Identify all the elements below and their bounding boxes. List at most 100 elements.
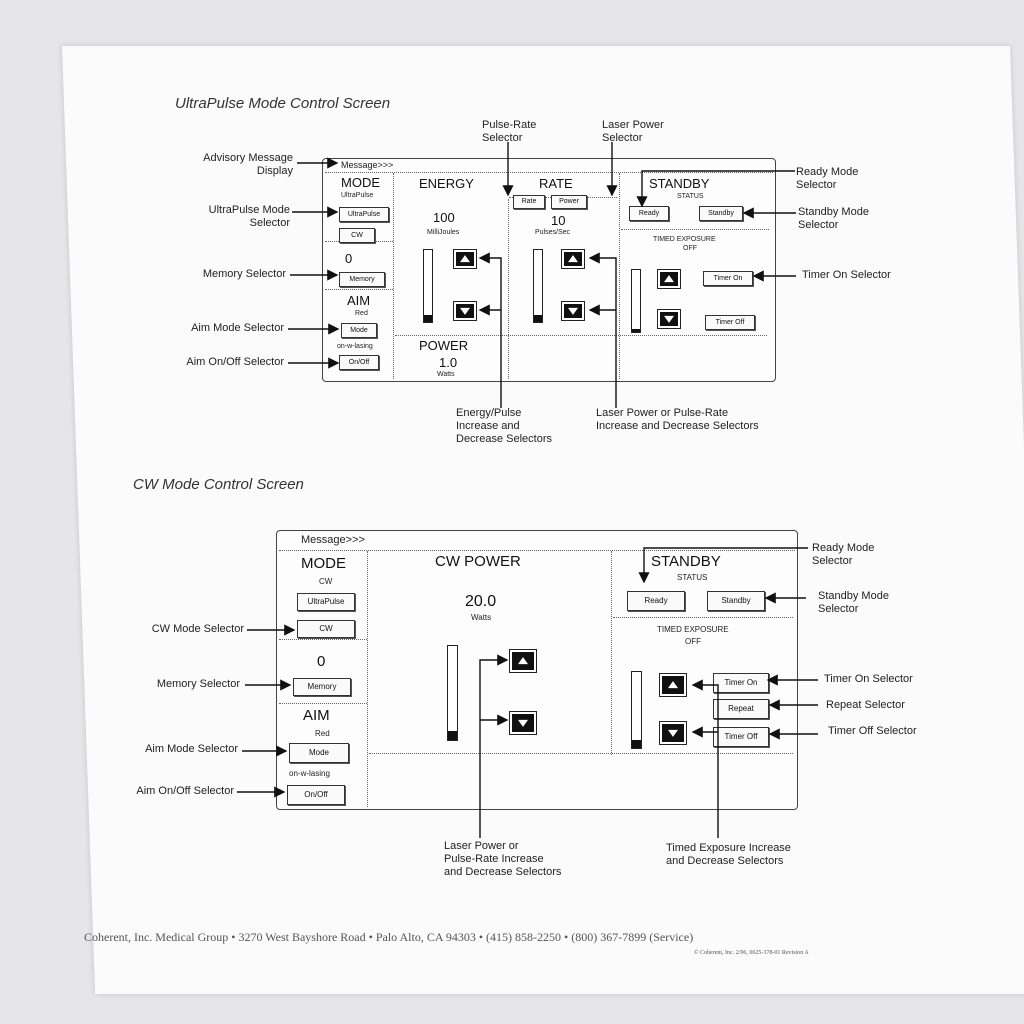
callout-energy: Energy/Pulse Increase and Decrease Selec… (456, 407, 552, 445)
callout-timed-exposure: Timed Exposure Increase and Decrease Sel… (666, 842, 791, 867)
callout-cw-selector: CW Mode Selector (151, 623, 244, 635)
ultrapulse-button[interactable]: UltraPulse (339, 207, 389, 222)
rate-button[interactable]: Rate (513, 195, 545, 209)
rate-increase-button[interactable] (561, 249, 585, 269)
aim-heading: AIM (347, 293, 371, 308)
down-arrow-icon (568, 307, 578, 315)
callout-aim-mode: Aim Mode Selector (191, 322, 284, 334)
callout-laser-power: Laser Power Selector (602, 119, 664, 144)
callout-ultrapulse-selector: UltraPulse Mode Selector (208, 204, 290, 229)
timed-exposure-value: OFF (683, 245, 697, 252)
message-display: Message>>> (301, 534, 365, 546)
aim-mode-button[interactable]: Mode (289, 743, 349, 763)
cw-power-value: 20.0 (465, 593, 497, 610)
up-arrow-icon (668, 681, 678, 689)
memory-value: 0 (345, 251, 353, 266)
power-heading: POWER (419, 338, 469, 353)
cw-power-bar (447, 645, 458, 741)
callout-laser-power-rate: Laser Power or Pulse-Rate Increase and D… (596, 407, 759, 432)
callout-ready: Ready Mode Selector (812, 542, 875, 567)
memory-button[interactable]: Memory (339, 272, 385, 287)
energy-bar (423, 249, 433, 323)
callout-aim-mode: Aim Mode Selector (145, 743, 238, 755)
cw-power-increase-button[interactable] (509, 649, 537, 673)
ultrapulse-panel: Message>>> MODE UltraPulse UltraPulse CW… (322, 158, 776, 382)
energy-decrease-button[interactable] (453, 301, 477, 321)
callout-memory: Memory Selector (156, 678, 240, 690)
memory-button[interactable]: Memory (293, 678, 351, 696)
callout-laser-power-rate: Laser Power or Pulse-Rate Increase and D… (444, 840, 562, 878)
ultrapulse-button[interactable]: UltraPulse (297, 593, 355, 611)
energy-unit: MilliJoules (427, 229, 460, 236)
up-arrow-icon (460, 255, 470, 263)
status-label: STATUS (677, 573, 708, 582)
energy-heading: ENERGY (419, 176, 474, 191)
timer-increase-button[interactable] (657, 269, 681, 289)
standby-button[interactable]: Standby (699, 206, 743, 221)
power-unit: Watts (437, 371, 455, 378)
callout-memory: Memory Selector (202, 268, 286, 280)
timer-on-button[interactable]: Timer On (703, 271, 753, 286)
timer-bar (631, 269, 641, 333)
standby-button[interactable]: Standby (707, 591, 765, 611)
callout-timer-on: Timer On Selector (824, 673, 913, 685)
memory-value: 0 (317, 653, 326, 670)
callout-timer-on: Timer On Selector (802, 269, 891, 281)
aim-value: Red (355, 310, 368, 317)
cw-button[interactable]: CW (297, 620, 355, 638)
ultrapulse-title: UltraPulse Mode Control Screen (175, 95, 391, 112)
energy-increase-button[interactable] (453, 249, 477, 269)
timer-decrease-button[interactable] (659, 721, 687, 745)
cw-title: CW Mode Control Screen (133, 476, 304, 493)
aim-onoff-button[interactable]: On/Off (287, 785, 345, 805)
rate-unit: Pulses/Sec (535, 229, 571, 236)
aim-heading: AIM (303, 707, 330, 724)
callout-aim-onoff: Aim On/Off Selector (136, 785, 234, 797)
callout-advisory: Advisory Message Display (203, 152, 293, 177)
timer-increase-button[interactable] (659, 673, 687, 697)
aim-mode-button[interactable]: Mode (341, 323, 377, 338)
mode-heading: MODE (301, 555, 346, 572)
aim-subtext: on-w-lasing (289, 769, 330, 778)
timer-off-button[interactable]: Timer Off (713, 727, 769, 747)
aim-onoff-button[interactable]: On/Off (339, 355, 379, 370)
down-arrow-icon (460, 307, 470, 315)
mode-value: UltraPulse (341, 192, 374, 199)
timed-exposure-value: OFF (685, 637, 701, 646)
cw-button[interactable]: CW (339, 228, 375, 243)
timer-bar (631, 671, 642, 749)
power-button[interactable]: Power (551, 195, 587, 209)
repeat-button[interactable]: Repeat (713, 699, 769, 719)
callout-repeat: Repeat Selector (826, 699, 905, 711)
energy-value: 100 (433, 210, 455, 225)
footer-copyright: © Coherent, Inc. 2/96, 0625-378-01 Revis… (694, 950, 809, 956)
footer-address: Coherent, Inc. Medical Group • 3270 West… (84, 930, 694, 944)
callout-aim-onoff: Aim On/Off Selector (186, 356, 284, 368)
up-arrow-icon (568, 255, 578, 263)
ready-button[interactable]: Ready (629, 206, 669, 221)
timer-decrease-button[interactable] (657, 309, 681, 329)
rate-value: 10 (551, 213, 566, 228)
down-arrow-icon (518, 719, 528, 727)
aim-value: Red (315, 729, 330, 738)
mode-value: CW (319, 577, 333, 586)
cw-power-decrease-button[interactable] (509, 711, 537, 735)
power-value: 1.0 (439, 355, 458, 370)
cw-panel: Message>>> MODE CW UltraPulse CW 0 Memor… (276, 530, 798, 810)
down-arrow-icon (664, 315, 674, 323)
timed-exposure-label: TIMED EXPOSURE (653, 236, 716, 243)
rate-bar (533, 249, 543, 323)
cw-power-heading: CW POWER (435, 553, 521, 570)
cw-power-unit: Watts (471, 613, 492, 622)
timer-off-button[interactable]: Timer Off (705, 315, 755, 330)
rate-decrease-button[interactable] (561, 301, 585, 321)
ready-button[interactable]: Ready (627, 591, 685, 611)
standby-heading: STANDBY (649, 176, 710, 191)
timed-exposure-label: TIMED EXPOSURE (657, 625, 729, 634)
rate-heading: RATE (539, 176, 573, 191)
up-arrow-icon (664, 275, 674, 283)
aim-subtext: on-w-lasing (337, 343, 373, 350)
callout-pulse-rate: Pulse-Rate Selector (482, 119, 537, 144)
callout-timer-off: Timer Off Selector (828, 725, 917, 737)
up-arrow-icon (518, 657, 528, 665)
